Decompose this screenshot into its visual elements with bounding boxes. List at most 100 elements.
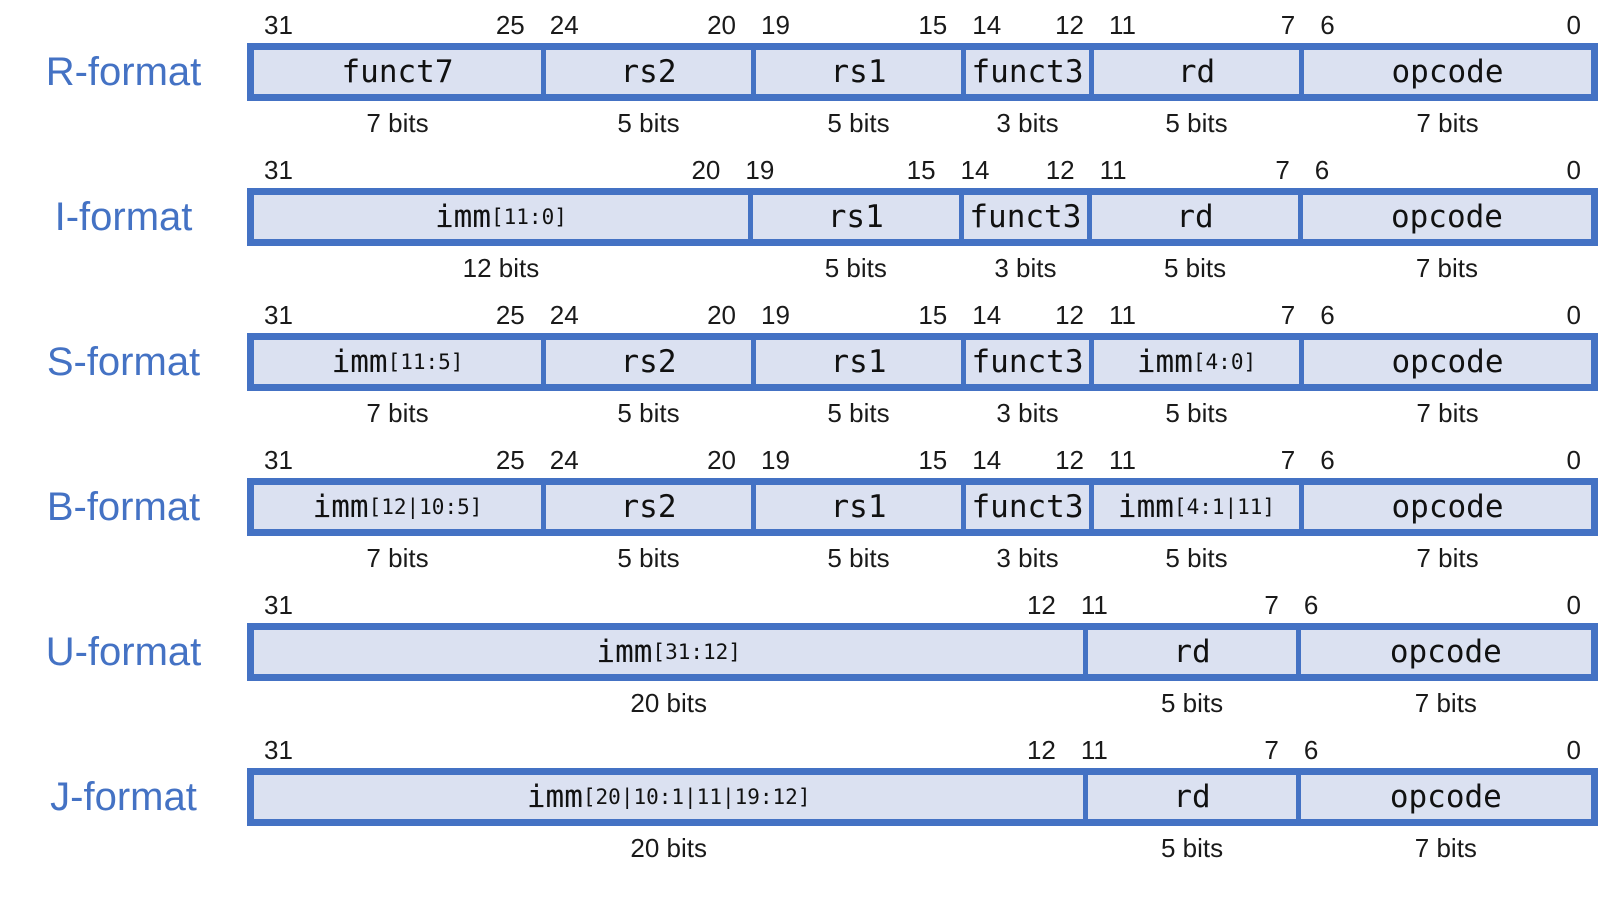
field-name: imm [526,779,583,815]
field-name: imm [1117,489,1174,525]
fields-row: imm[11:5] rs2 rs1 funct3 imm[4:0] opcode [247,333,1598,391]
bit-number-low: 12 [1026,590,1056,620]
bit-number-low: 0 [1566,300,1581,330]
bit-number-low: 25 [495,300,525,330]
format-label-gutter: I-format [0,153,247,286]
bit-number-high: 11 [1099,155,1127,185]
field-width-label: 7 bits [1414,833,1477,863]
field-name: rd [1176,199,1214,235]
field-cell: rs2 [541,340,751,384]
field-name: rs1 [830,54,887,90]
field-width-label: 3 bits [996,398,1059,428]
bit-number-high: 6 [1320,445,1335,475]
field-width-label: 3 bits [996,108,1059,138]
field-cell: rs1 [747,195,959,239]
bit-number-high: 24 [549,10,579,40]
field-width-label: 7 bits [366,398,429,428]
field-name: imm [312,489,369,525]
bit-number-high: 31 [264,735,293,765]
bit-number-high: 24 [549,300,579,330]
field-width-label: 5 bits [617,543,680,573]
field-name: opcode [1389,779,1502,815]
format-label-gutter: B-format [0,443,247,576]
bit-number-high: 19 [761,10,790,40]
field-width-label: 7 bits [1415,253,1479,283]
field-cell: opcode [1299,50,1591,94]
bit-number-high: 6 [1320,300,1335,330]
field-name: funct3 [971,344,1084,380]
bit-number-high: 31 [264,445,293,475]
field-width-label: 5 bits [1165,108,1228,138]
bit-number-low: 0 [1566,590,1581,620]
field-cell: imm[11:0] [254,195,748,239]
field-name: funct3 [969,199,1082,235]
field-cell: funct3 [961,485,1089,529]
fields-row: imm[20|10:1|11|19:12] rd opcode [247,768,1598,826]
field-subscript: [11:0] [491,205,567,229]
bit-number-low: 0 [1566,735,1581,765]
field-name: imm [596,634,653,670]
fields-row: imm[12|10:5] rs2 rs1 funct3 imm[4:1|11] … [247,478,1598,536]
field-cell: opcode [1299,485,1591,529]
bit-number-high: 31 [264,155,293,185]
format-label: U-format [45,629,202,674]
bit-range: 11 7 [1085,157,1300,183]
bit-number-low: 7 [1264,590,1279,620]
field-width-label: 7 bits [1416,543,1479,573]
format-label-gutter: R-format [0,8,247,141]
field-width-label: 7 bits [1416,108,1479,138]
bit-number-low: 15 [918,300,948,330]
field-cell: rs1 [751,50,961,94]
bit-number-low: 20 [707,445,736,475]
format-label: B-format [46,484,201,529]
field-width-label: 5 bits [1165,398,1228,428]
field-width-label: 5 bits [824,253,887,283]
field-width-label: 12 bits [462,253,540,283]
bit-number-low: 12 [1055,300,1084,330]
bit-number-high: 31 [264,300,293,330]
field-name: imm [331,344,388,380]
field-width-label: 3 bits [996,543,1059,573]
format-label: S-format [46,339,201,384]
field-name: rs1 [827,199,884,235]
bit-number-low: 15 [918,445,948,475]
field-cell: imm[20|10:1|11|19:12] [254,775,1084,819]
field-cell: imm[31:12] [254,630,1084,674]
field-cell: funct7 [254,50,541,94]
field-name: rs2 [620,54,677,90]
fields-row: funct7 rs2 rs1 funct3 rd opcode [247,43,1598,101]
bit-number-high: 6 [1320,10,1335,40]
field-cell: rs2 [541,485,751,529]
bit-number-low: 12 [1055,445,1084,475]
bit-number-low: 7 [1275,155,1290,185]
field-cell: opcode [1299,340,1591,384]
field-width-label: 7 bits [366,543,429,573]
field-name: opcode [1390,199,1503,235]
bit-number-high: 6 [1303,590,1319,620]
field-width-label: 20 bits [630,833,707,863]
bit-number-high: 6 [1314,155,1330,185]
bit-number-low: 15 [906,155,936,185]
bit-number-low: 7 [1280,300,1296,330]
